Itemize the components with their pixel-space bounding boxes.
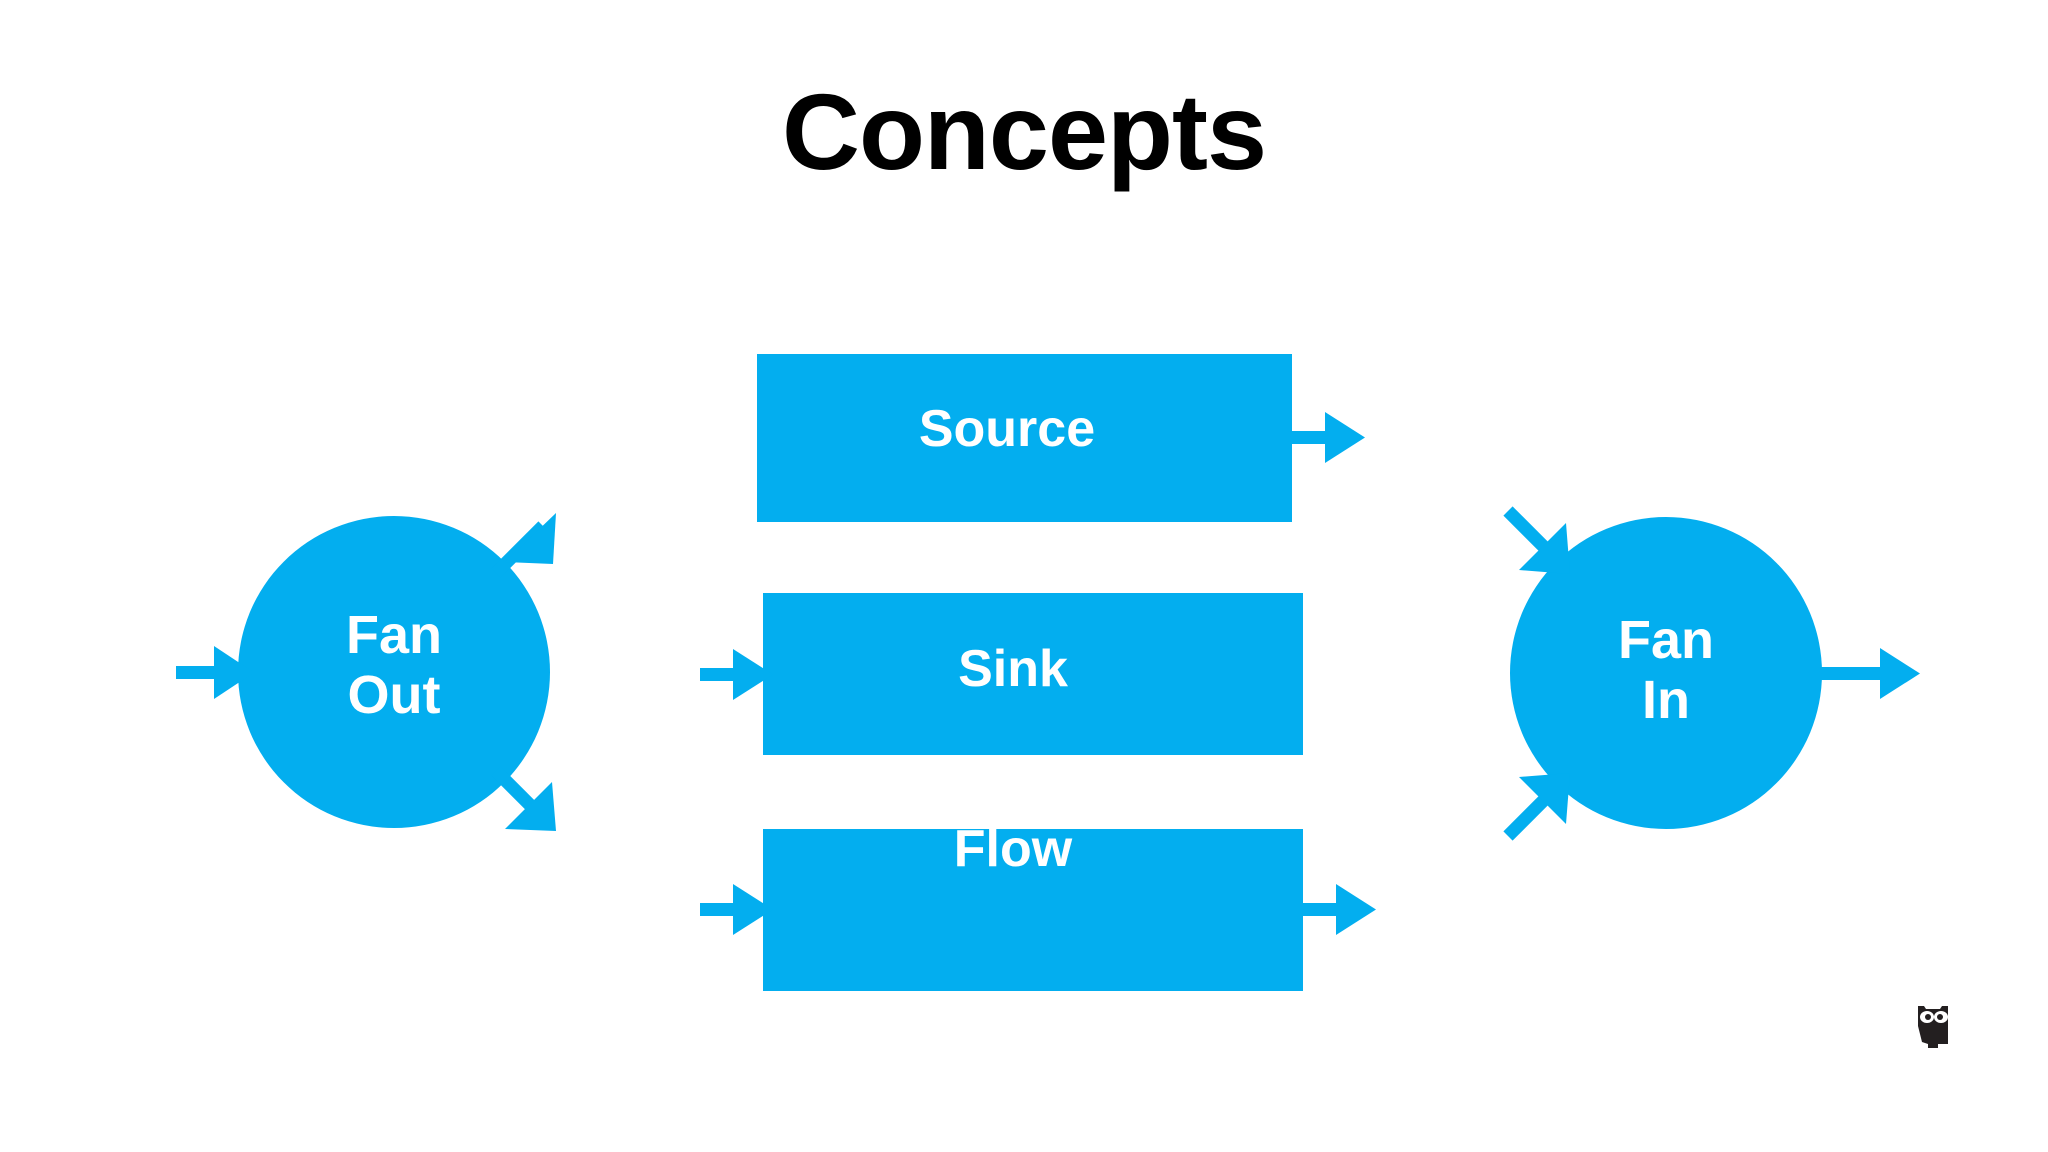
arrow-fan-out-down (491, 766, 556, 831)
arrow-fan-out-up (491, 513, 556, 578)
arrow-fan-in-out (1820, 648, 1920, 699)
arrow-fan-in-lower (1503, 773, 1570, 841)
node-sink[interactable] (763, 593, 1303, 755)
arrow-sink-in (700, 649, 773, 700)
arrow-fan-in-upper (1503, 506, 1570, 574)
owl-logo-icon (1918, 1006, 1948, 1048)
node-source[interactable] (757, 354, 1292, 522)
page-title: Concepts (781, 71, 1267, 192)
node-fan-in[interactable] (1510, 517, 1822, 829)
arrow-fan-out-in (176, 646, 254, 699)
arrow-flow-in (700, 884, 773, 935)
node-fan-out[interactable] (238, 516, 550, 828)
arrow-source-out (1292, 412, 1365, 463)
node-flow[interactable] (763, 829, 1303, 991)
arrow-flow-out (1303, 884, 1376, 935)
